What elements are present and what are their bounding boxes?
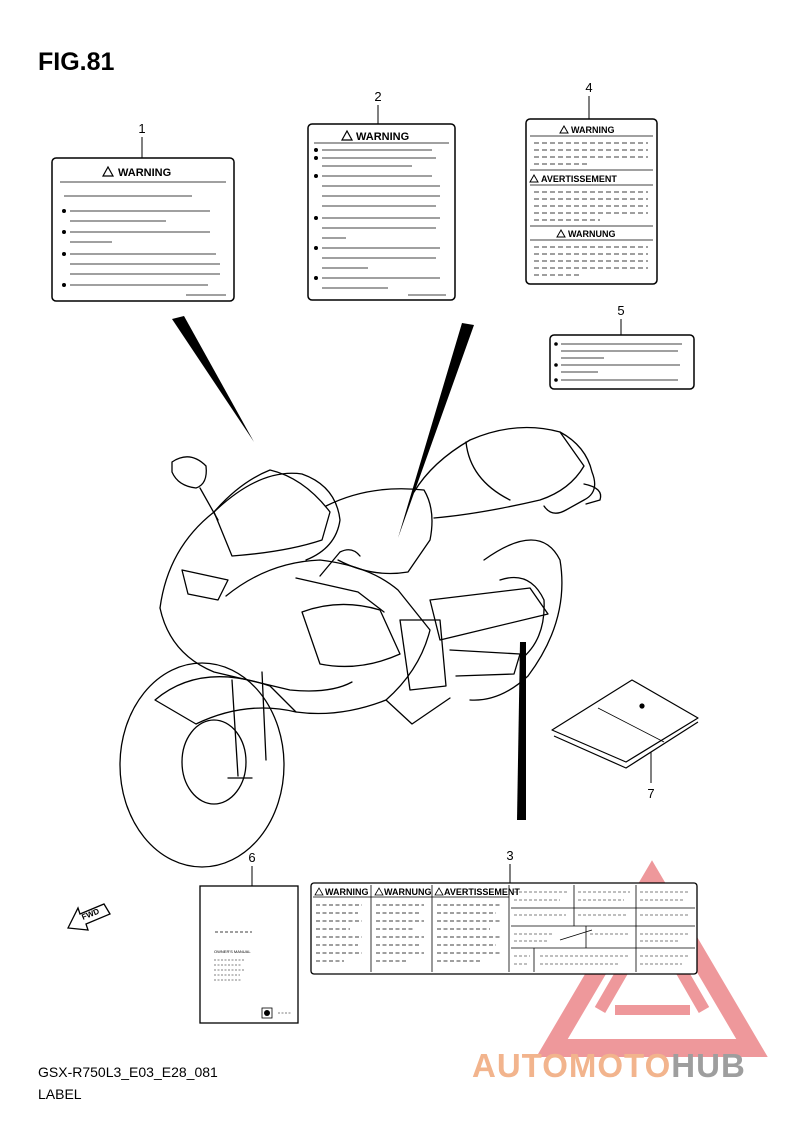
label-6-owners-manual: OWNER'S MANUAL — [199, 885, 299, 1024]
watermark-text-part2: HUB — [671, 1047, 746, 1084]
label-3-heading-en: WARNING — [325, 887, 369, 897]
callout-1-number: 1 — [138, 121, 145, 136]
callout-1: 1 — [138, 121, 146, 158]
figure-title: FIG.81 — [38, 48, 115, 76]
pointer-label-3-wedge — [517, 642, 526, 820]
label-6-manual-title: OWNER'S MANUAL — [214, 949, 251, 954]
label-4-heading-de: WARNUNG — [568, 229, 616, 239]
callout-7: 7 — [647, 752, 655, 801]
callout-3: 3 — [506, 848, 514, 883]
callout-4: 4 — [585, 80, 593, 119]
callout-5: 5 — [617, 303, 625, 335]
watermark-text-part1: AUTOMOTO — [472, 1047, 672, 1084]
label-4-trilingual-sticker: WARNING AVERTISSEMENT WARNUNG — [525, 118, 658, 285]
watermark-text: AUTOMOTOHUB — [472, 1047, 746, 1085]
label-1-heading: WARNING — [118, 167, 171, 179]
label-2-warning-sticker: WARNING — [307, 123, 456, 301]
label-4-heading-en: WARNING — [571, 125, 615, 135]
callout-3-number: 3 — [506, 848, 513, 863]
label-7-folded-tag — [551, 679, 699, 769]
figure-code: GSX-R750L3_E03_E28_081 — [38, 1064, 218, 1080]
label-3-heading-fr: AVERTISSEMENT — [444, 887, 520, 897]
callout-2: 2 — [374, 89, 382, 124]
label-3-heading-de: WARNUNG — [384, 887, 432, 897]
callout-4-number: 4 — [585, 80, 592, 95]
callout-6-number: 6 — [248, 850, 255, 865]
label-5-info-sticker — [549, 334, 695, 390]
callout-2-number: 2 — [374, 89, 381, 104]
label-3-multilingual-sticker: WARNING WARNUNG AVERTISSEMENT — [310, 882, 698, 975]
label-4-heading-fr: AVERTISSEMENT — [541, 174, 617, 184]
pointer-label-1-wedge — [172, 316, 254, 442]
figure-name: LABEL — [38, 1086, 82, 1102]
label-1-warning-sticker: WARNING — [51, 157, 235, 302]
callout-6: 6 — [248, 850, 256, 886]
motorcycle-outline — [119, 426, 602, 868]
pointer-label-2-wedge — [398, 323, 474, 538]
forward-arrow-icon: FWD — [66, 903, 111, 931]
label-2-heading: WARNING — [356, 131, 409, 143]
callout-5-number: 5 — [617, 303, 624, 318]
callout-7-number: 7 — [647, 786, 654, 801]
